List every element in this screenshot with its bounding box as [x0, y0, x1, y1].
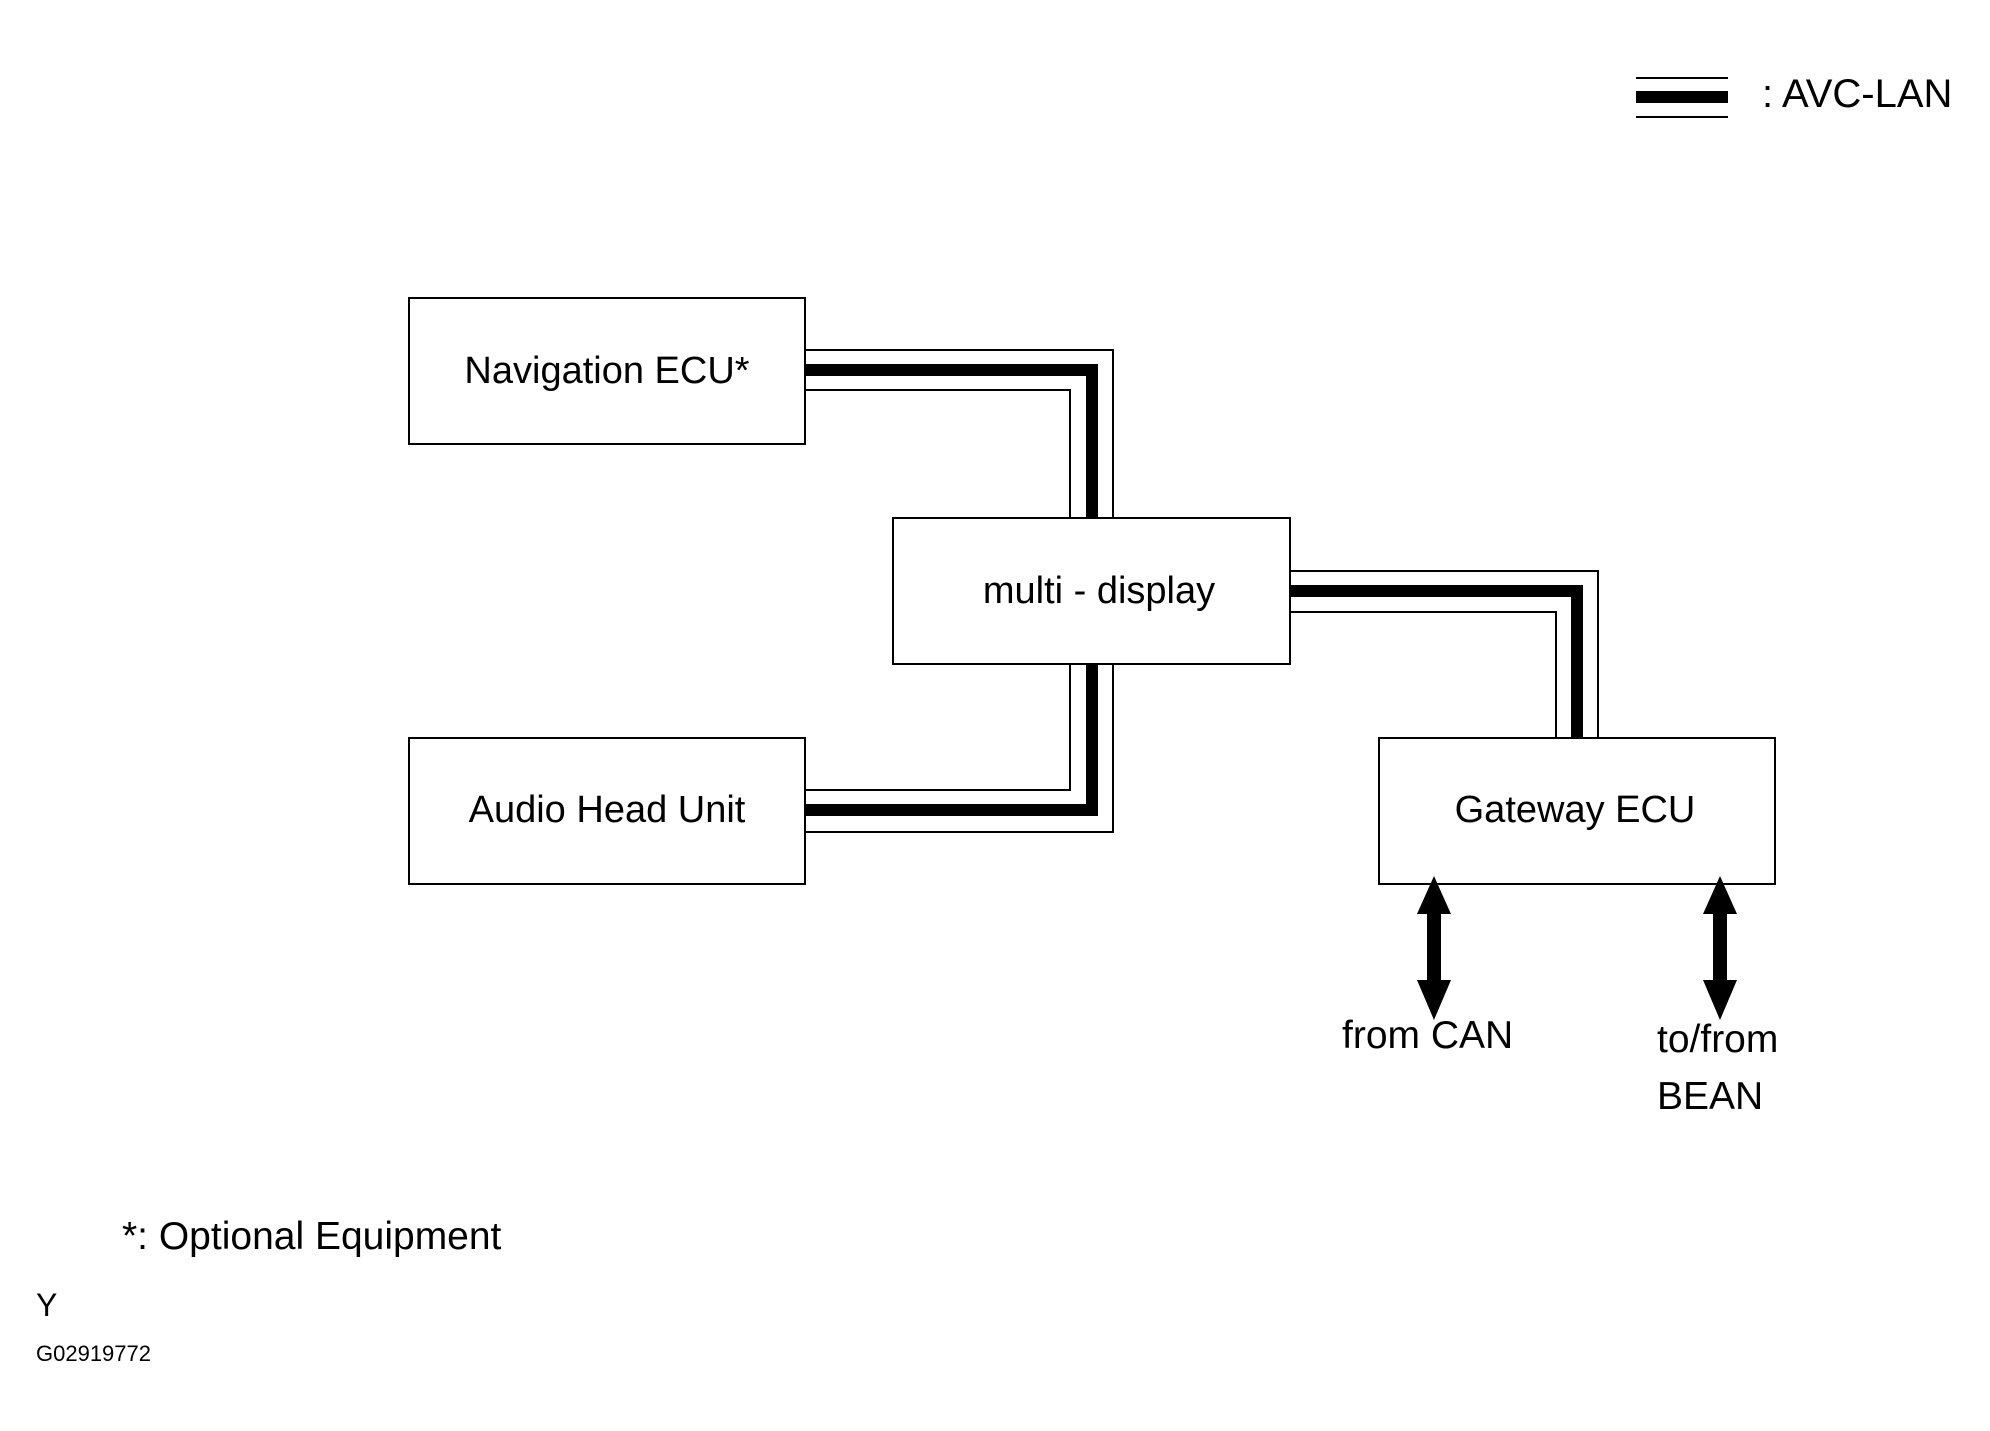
optional-equipment-footnote: *: Optional Equipment — [122, 1215, 502, 1258]
audio-head-unit-node: Audio Head Unit — [408, 737, 806, 885]
avc-lan-link-display-to-gateway — [1291, 570, 1599, 738]
can-label: from CAN — [1342, 1014, 1514, 1057]
bean-label-line1: to/from — [1657, 1018, 1779, 1061]
figure-code: G02919772 — [36, 1341, 151, 1366]
can-bidirectional-arrow — [1417, 876, 1451, 1020]
legend-avc-lan-symbol — [1636, 77, 1728, 118]
gateway-ecu-label: Gateway ECU — [1455, 789, 1696, 831]
bean-label-line2: BEAN — [1657, 1075, 1764, 1118]
avc-lan-link-navigation-to-display — [806, 349, 1114, 518]
audio-head-unit-label: Audio Head Unit — [469, 789, 746, 831]
bean-bidirectional-arrow — [1703, 876, 1737, 1020]
avc-lan-link-audio-to-display — [806, 664, 1114, 833]
legend-label: : AVC-LAN — [1762, 72, 1953, 116]
navigation-ecu-node: Navigation ECU* — [408, 297, 806, 445]
multi-display-label: multi - display — [983, 570, 1215, 612]
side-mark: Y — [36, 1287, 58, 1323]
multi-display-node: multi - display — [892, 517, 1291, 665]
navigation-ecu-label: Navigation ECU* — [464, 350, 749, 392]
gateway-ecu-node: Gateway ECU — [1378, 737, 1776, 885]
